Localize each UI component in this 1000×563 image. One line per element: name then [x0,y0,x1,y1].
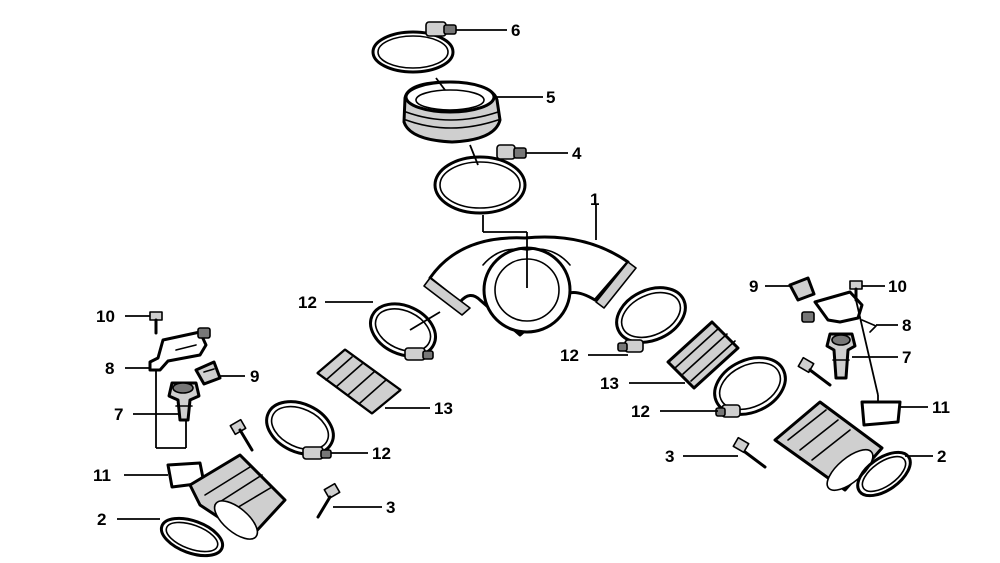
bolt-left-10 [149,311,163,335]
callout-6: 6 [511,21,520,40]
fuel-rail-bracket-right [801,290,877,333]
fuel-rail-bracket-left [148,327,211,372]
callout-9-left: 9 [250,367,259,386]
intake-sleeve-right [666,320,740,390]
hose-clamp-lower-right [713,356,787,418]
callout-7-right: 7 [902,348,911,367]
callout-10-right: 10 [888,277,907,296]
callout-10-left: 10 [96,307,115,326]
bolt-right-10 [849,280,863,302]
callout-8-left: 8 [105,359,114,378]
bolt-left-b [316,482,341,519]
injector-right [825,332,857,380]
callout-12-lower-left: 12 [372,444,391,463]
throttle-body-right [773,400,902,492]
rubber-boot [402,80,502,144]
callout-9-right: 9 [749,277,758,296]
callout-3-right: 3 [665,447,674,466]
callout-2-right: 2 [937,447,946,466]
callout-1: 1 [590,190,599,209]
bolt-left-a [229,418,254,452]
callout-13-left: 13 [434,399,453,418]
bolt-right-a [797,356,832,387]
callout-5: 5 [546,88,555,107]
clip-left-9 [194,360,222,386]
callout-12-upper-right: 12 [560,346,579,365]
injector-left [167,381,201,422]
clip-right-9 [788,276,816,302]
callout-8-right: 8 [902,316,911,335]
hose-clamp-upper-right [615,286,687,353]
hose-clamp-upper-left [369,302,437,361]
y-manifold [423,235,637,337]
callout-2-left: 2 [97,510,106,529]
callout-11-left: 11 [93,466,111,485]
callout-3-left: 3 [386,498,395,517]
callout-4: 4 [572,144,582,163]
hose-clamp-top [371,21,457,74]
o-ring-left [159,516,225,558]
hose-clamp-lower-left [265,400,335,460]
callout-11-right: 11 [932,398,950,417]
callout-12-upper-left: 12 [298,293,317,312]
callout-12-lower-right: 12 [631,402,650,421]
intake-sleeve-left [316,348,402,415]
callout-7-left: 7 [114,405,123,424]
bolt-right-b [732,436,767,469]
hose-clamp-middle [433,144,527,215]
callout-13-right: 13 [600,374,619,393]
throttle-body-left [166,453,287,540]
